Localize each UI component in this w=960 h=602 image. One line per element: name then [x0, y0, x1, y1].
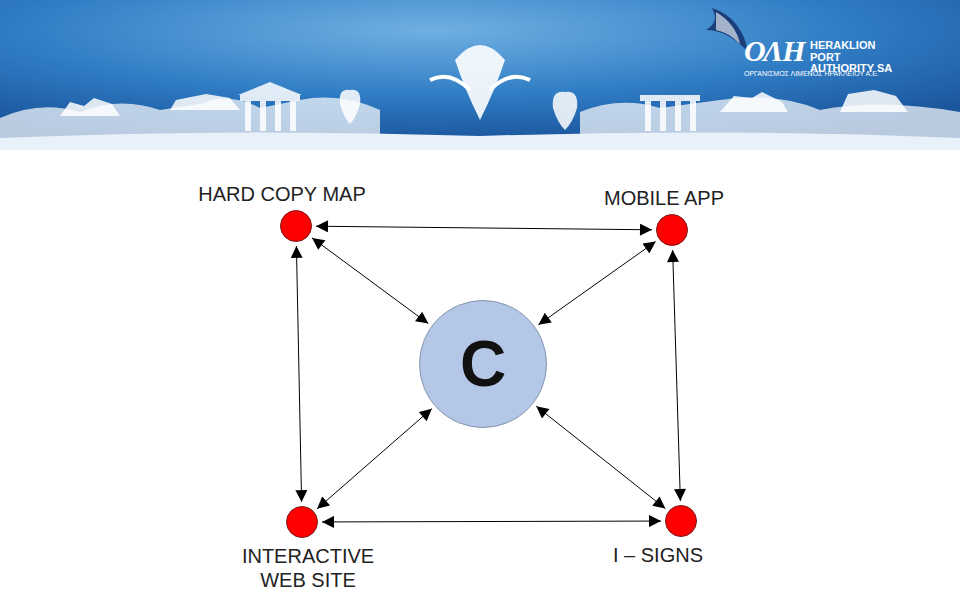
double-arrow — [673, 250, 681, 501]
double-arrow — [322, 521, 661, 523]
node-label: HARD COPY MAP — [198, 182, 365, 206]
red-dot — [656, 214, 688, 246]
double-arrow — [312, 238, 428, 324]
channel-node: I – SIGNS — [636, 505, 726, 567]
node-label: INTERACTIVE WEB SITE — [233, 544, 383, 592]
red-dot — [665, 505, 697, 537]
logo-mark: ΟΛΗ — [744, 36, 805, 66]
center-circle: C — [419, 300, 547, 428]
double-arrow — [538, 242, 655, 325]
logo-sail — [706, 8, 748, 52]
double-arrow — [317, 409, 432, 509]
double-arrow — [316, 226, 652, 230]
banner-ground — [0, 0, 960, 150]
channel-node: HARD COPY MAP — [212, 182, 379, 242]
logo-name: HERAKLION PORT AUTHORITY SA — [810, 40, 894, 75]
red-dot — [280, 210, 312, 242]
logo-subtitle: ΟΡΓΑΝΙΣΜΟΣ ΛΙΜΕΝΟΣ ΗΡΑΚΛΕΙΟΥ Α.Ε. — [744, 70, 879, 77]
channel-node: MOBILE APP — [612, 186, 732, 246]
double-arrow — [296, 246, 301, 502]
double-arrow — [536, 406, 665, 508]
channel-node: INTERACTIVE WEB SITE — [227, 506, 377, 592]
node-label: I – SIGNS — [613, 543, 703, 567]
center-letter: C — [460, 332, 506, 396]
red-dot — [286, 506, 318, 538]
node-label: MOBILE APP — [604, 186, 724, 210]
